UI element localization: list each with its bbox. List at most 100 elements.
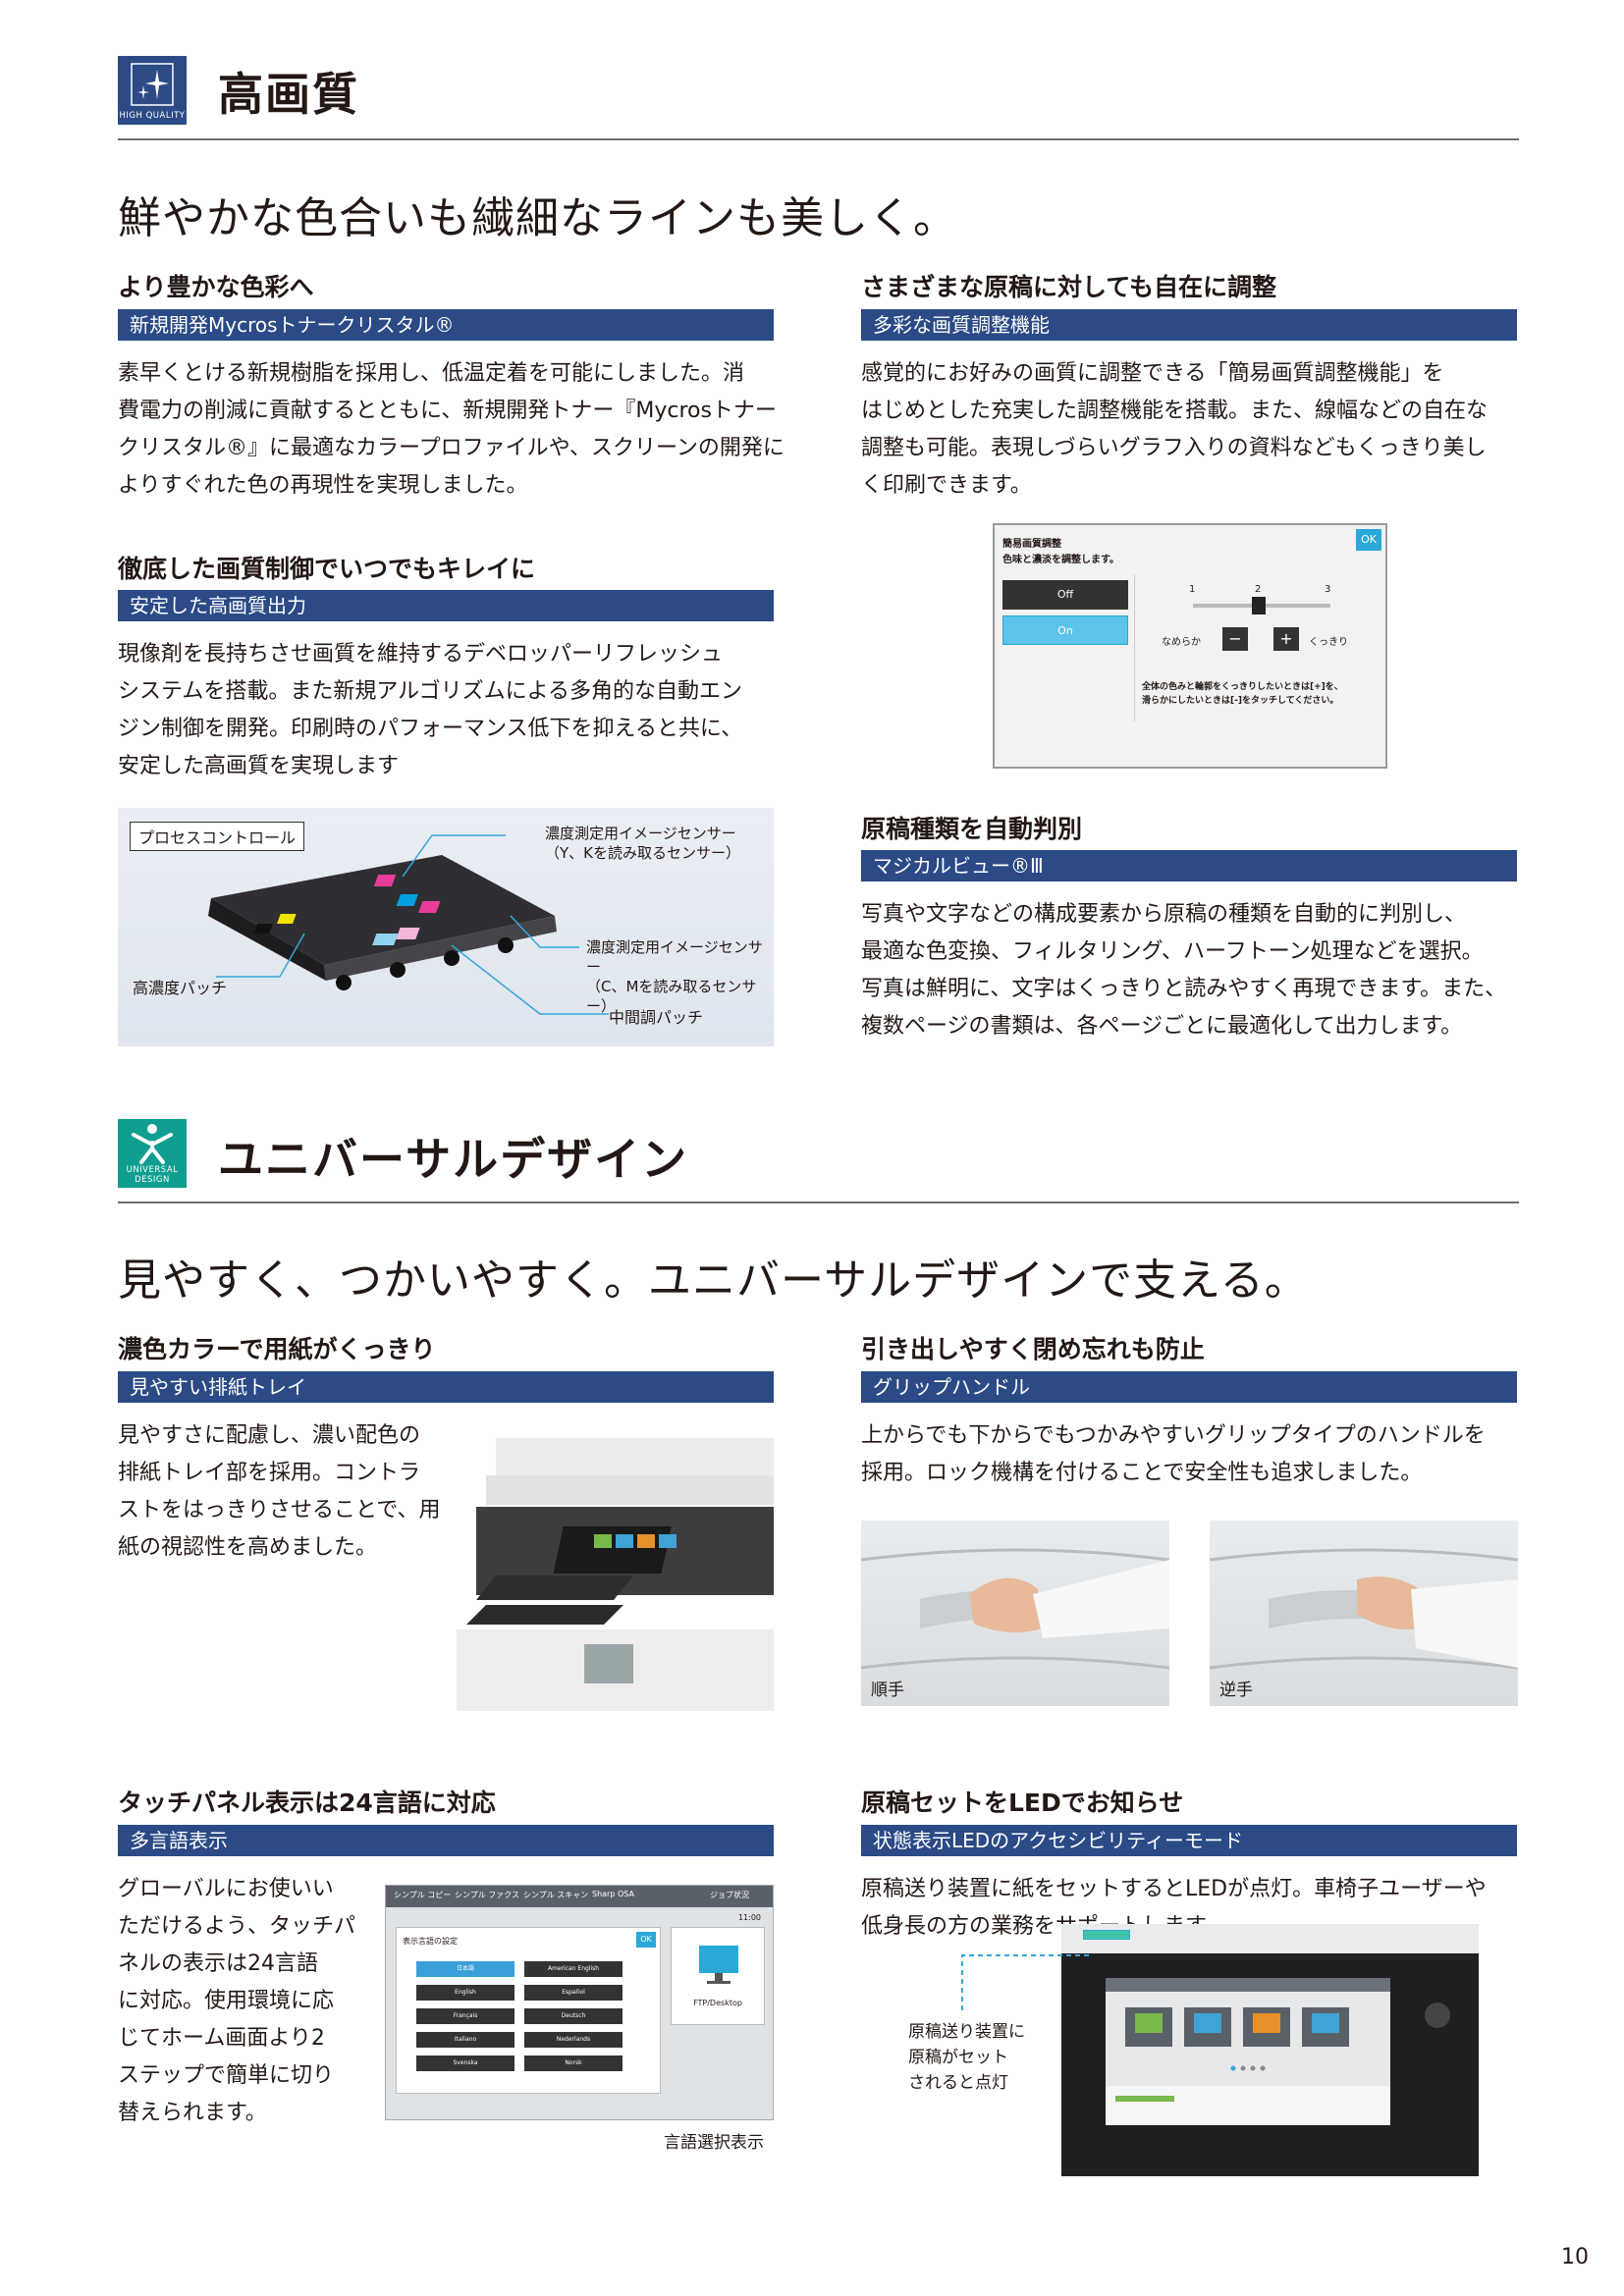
callout-line: されると点灯	[908, 2073, 1008, 2093]
subhead-auto-detect: 原稿種類を自動判別	[861, 815, 1083, 843]
language-option[interactable]: Svenska	[416, 2056, 514, 2071]
section-rule	[118, 1201, 1519, 1203]
screen-tab[interactable]: シンプル スキャン	[523, 1891, 589, 1899]
body-output-tray: 見やすさに配慮し、濃い配色の 排紙トレイ部を採用。コントラ ストをはっきりさせる…	[118, 1417, 452, 1567]
language-option[interactable]: Italiano	[416, 2032, 514, 2048]
screen-tab[interactable]: シンプル ファクス	[455, 1891, 520, 1899]
text-line: ストをはっきりさせることで、用	[118, 1498, 441, 1522]
panel-divider	[1134, 574, 1135, 721]
screen-tab[interactable]: シンプル コピー	[394, 1891, 452, 1899]
sensor-cm-title: 濃度測定用イメージセンサー	[586, 938, 763, 976]
printer-illustration	[457, 1438, 774, 1711]
sensor-yk-title: 濃度測定用イメージセンサー	[545, 825, 736, 842]
panel-title: 簡易画質調整	[1002, 539, 1061, 550]
language-option[interactable]: Français	[416, 2008, 514, 2024]
sensor-yk-label: 濃度測定用イメージセンサー （Y、Kを読み取るセンサー）	[545, 824, 740, 863]
text-line: ステップで簡単に切り	[118, 2063, 335, 2088]
panel-note: 全体の色みと輪郭をくっきりしたいときは[+]を、 滑らかにしたいときは[-]をタ…	[1142, 680, 1343, 708]
power-button[interactable]	[1425, 2002, 1450, 2028]
text-line: よりすぐれた色の再現性を実現しました。	[118, 473, 528, 498]
icon-caption: UNIVERSAL DESIGN	[118, 1165, 187, 1185]
plus-button[interactable]: +	[1273, 627, 1299, 651]
language-selection-screen: シンプル コピー シンプル ファクス シンプル スキャン Sharp OSA ジ…	[385, 1885, 774, 2120]
text-line: 見やすさに配慮し、濃い配色の	[118, 1423, 421, 1448]
language-screen-caption: 言語選択表示	[664, 2133, 764, 2153]
panel-note-line: 滑らかにしたいときは[-]をタッチしてください。	[1142, 696, 1339, 706]
page-number: 10	[1561, 2245, 1589, 2269]
section-rule	[118, 138, 1519, 140]
screen-time: 11:00	[737, 1913, 761, 1922]
ok-button[interactable]: OK	[1356, 529, 1381, 551]
text-line: クリスタル®』に最適なカラープロファイルや、スクリーンの開発に	[118, 436, 785, 460]
body-magical-view: 写真や文字などの構成要素から原稿の種類を自動的に判別し、 最適な色変換、フィルタ…	[861, 896, 1529, 1045]
icon-caption-line: UNIVERSAL	[126, 1165, 179, 1175]
simple-quality-panel: 簡易画質調整 色味と濃淡を調整します。 OK Off On 1 2 3 なめらか…	[993, 523, 1387, 769]
language-option[interactable]: Nederlands	[524, 2032, 623, 2048]
text-line: 現像剤を長持ちさせ画質を維持するデベロッパーリフレッシュ	[118, 642, 724, 667]
bar-led-accessibility: 状態表示LEDのアクセシビリティーモード	[861, 1825, 1517, 1856]
subhead-easy-drawer: 引き出しやすく閉め忘れも防止	[861, 1335, 1205, 1363]
halftone-patch-label: 中間調パッチ	[609, 1008, 704, 1027]
bar-grip-handle: グリップハンドル	[861, 1371, 1517, 1403]
led-panel-photo	[1061, 1924, 1479, 2176]
text-line: 最適な色変換、フィルタリング、ハーフトーン処理などを選択。	[861, 939, 1484, 964]
callout-leader-line	[961, 1954, 1093, 2010]
text-line: 感覚的にお好みの画質に調整できる「簡易画質調整機能」を	[861, 361, 1444, 386]
printer-photo	[457, 1428, 774, 1711]
slider-thumb[interactable]	[1252, 597, 1266, 614]
callout-line: 原稿送り装置に	[908, 2022, 1025, 2042]
smooth-label: なめらか	[1162, 637, 1201, 648]
language-option[interactable]: American English	[524, 1961, 623, 1977]
language-dialog: 表示言語の設定 OK 日本語 American English English …	[396, 1927, 661, 2094]
status-led	[1083, 1930, 1130, 1940]
high-quality-icon: HIGH QUALITY	[118, 56, 187, 125]
text-line: 替えられます。	[118, 2101, 267, 2125]
body-grip-handle: 上からでも下からでもつかみやすいグリップタイプのハンドルを 採用。ロック機構を付…	[861, 1417, 1529, 1492]
screen-tab[interactable]: Sharp OSA	[592, 1890, 634, 1898]
ftp-desktop-label: FTP/Desktop	[693, 1999, 742, 2007]
subhead-led-notice: 原稿セットをLEDでお知らせ	[861, 1789, 1184, 1817]
body-multilingual: グローバルにお使いい ただけるよう、タッチパ ネルの表示は24言語 に対応。使用…	[118, 1871, 363, 2132]
language-option[interactable]: 日本語	[416, 1961, 514, 1977]
icon-caption: HIGH QUALITY	[119, 111, 186, 121]
text-line: じてホーム画面より2	[118, 2026, 325, 2051]
language-option[interactable]: Deutsch	[524, 2008, 623, 2024]
text-line: 写真や文字などの構成要素から原稿の種類を自動的に判別し、	[861, 902, 1467, 927]
language-option[interactable]: English	[416, 1985, 514, 2001]
language-option[interactable]: Norsk	[524, 2056, 623, 2071]
overhand-caption: 順手	[871, 1681, 904, 1700]
ftp-desktop-tile[interactable]: FTP/Desktop	[671, 1927, 765, 2025]
text-line: 紙の視認性を高めました。	[118, 1535, 378, 1560]
callout-line: 原稿がセット	[908, 2048, 1008, 2067]
on-button[interactable]: On	[1002, 615, 1128, 645]
text-line: 複数ページの書類は、各ページごとに最適化して出力します。	[861, 1014, 1463, 1039]
off-button[interactable]: Off	[1002, 580, 1128, 610]
text-line: く印刷できます。	[861, 473, 1032, 498]
tick-1: 1	[1189, 584, 1196, 595]
bar-magical-view: マジカルビュー®Ⅲ	[861, 850, 1517, 881]
subhead-24-languages: タッチパネル表示は24言語に対応	[118, 1789, 496, 1817]
text-line: 写真は鮮明に、文字はくっきりと読みやすく再現できます。また、	[861, 977, 1507, 1001]
section-title-universal-design: ユニバーサルデザイン	[218, 1133, 689, 1186]
language-option[interactable]: Español	[524, 1985, 623, 2001]
underhand-caption: 逆手	[1219, 1681, 1253, 1700]
subhead-dark-color: 濃色カラーで用紙がくっきり	[118, 1335, 436, 1363]
minus-button[interactable]: −	[1222, 627, 1248, 651]
home-screen-illustration	[1106, 1978, 1390, 2125]
text-line: はじめとした充実した調整機能を搭載。また、線幅などの自在な	[861, 399, 1489, 423]
bar-multilingual: 多言語表示	[118, 1825, 774, 1856]
text-line: ただけるよう、タッチパ	[118, 1914, 356, 1939]
sharp-label: くっきり	[1309, 637, 1348, 648]
bar-stable-output: 安定した高画質出力	[118, 590, 774, 621]
sensor-yk-sub: （Y、Kを読み取るセンサー）	[545, 844, 741, 862]
ok-button[interactable]: OK	[636, 1932, 656, 1948]
screen-tab[interactable]: ジョブ状況	[710, 1891, 749, 1899]
hand-underhand-illustration	[1210, 1548, 1518, 1670]
person-icon	[132, 1124, 173, 1164]
panel-top	[1061, 1924, 1479, 1953]
belt-diagram	[208, 834, 609, 1015]
text-line: に対応。使用環境に応	[118, 1989, 335, 2013]
grip-photo-underhand: 逆手	[1210, 1521, 1518, 1706]
subhead-quality-control: 徹底した画質制御でいつでもキレイに	[118, 555, 536, 583]
tick-3: 3	[1325, 584, 1331, 595]
